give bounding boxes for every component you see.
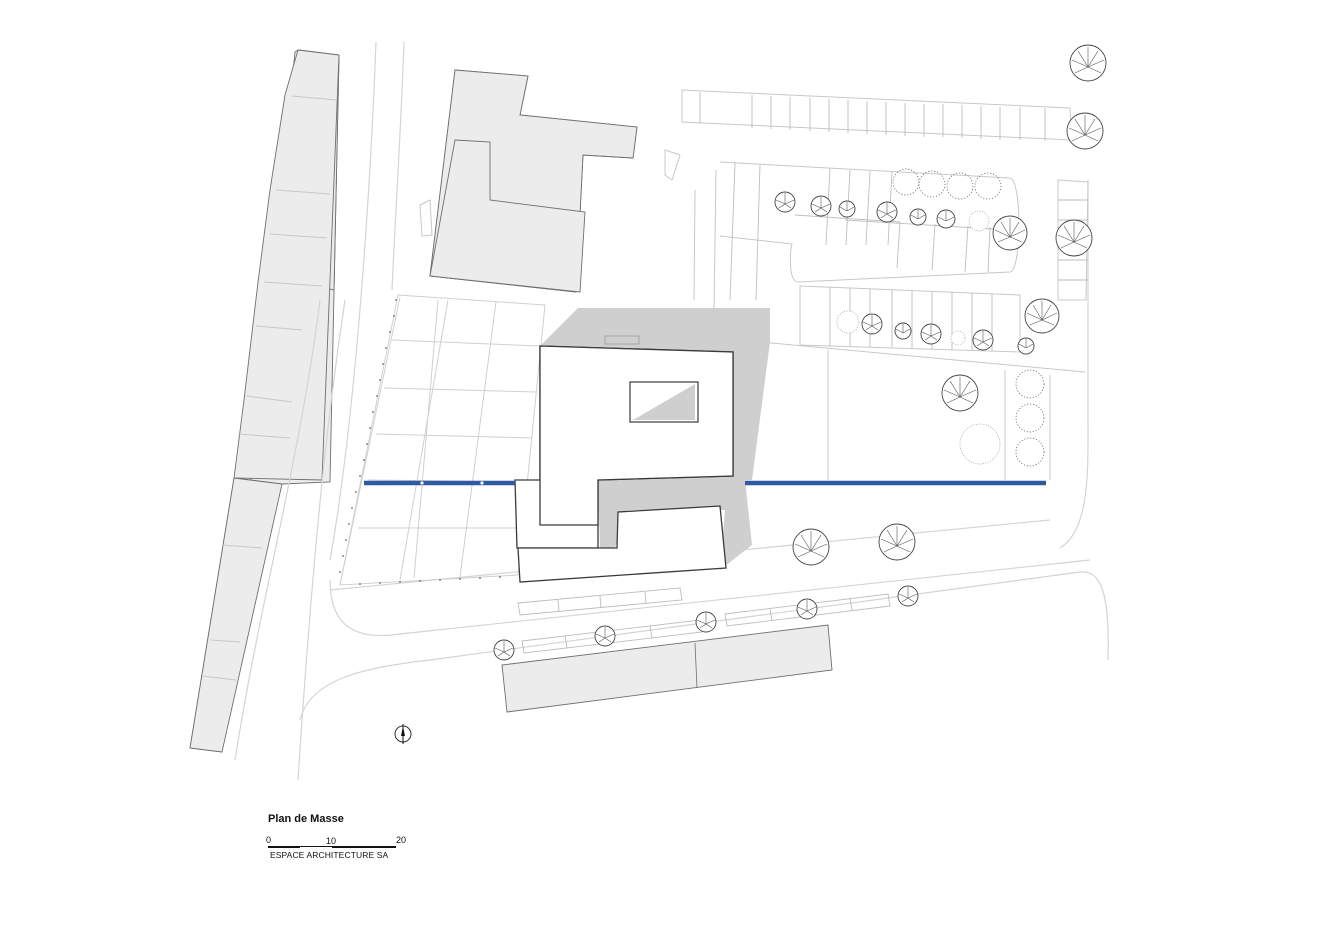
scale-bar xyxy=(268,846,396,848)
tree-icon xyxy=(894,322,912,340)
tree-icon xyxy=(920,323,942,345)
tree-icon xyxy=(1055,219,1093,257)
existing-building-south xyxy=(501,624,833,713)
tree-icon xyxy=(897,585,919,607)
scale-label-20: 20 xyxy=(396,835,407,845)
tree-icon xyxy=(941,374,979,412)
left-building-row xyxy=(189,49,340,753)
trees xyxy=(493,44,1107,661)
drawing-title: Plan de Masse xyxy=(268,813,344,825)
tree-icon xyxy=(810,195,832,217)
plaza-grid xyxy=(339,294,546,586)
scale-label-10: 10 xyxy=(326,836,337,846)
parking-middle-rows xyxy=(719,161,1089,301)
tree-icon xyxy=(936,209,956,229)
credit: ESPACE ARCHITECTURE SA xyxy=(270,850,389,860)
tree-icon xyxy=(493,639,515,661)
tree-icon xyxy=(892,168,1045,467)
parking-strips-south xyxy=(517,587,891,654)
tree-icon xyxy=(838,200,856,218)
parking-top-row xyxy=(681,89,1073,141)
tree-icon xyxy=(876,201,898,223)
tree-icon xyxy=(774,191,796,213)
north-arrow-icon xyxy=(394,724,412,744)
tree-icon xyxy=(792,528,830,566)
tree-icon xyxy=(972,329,994,351)
tree-icon xyxy=(992,215,1028,251)
tree-icon xyxy=(1017,337,1035,355)
tree-icon xyxy=(1069,44,1107,82)
tree-icon xyxy=(594,625,616,647)
tree-icon xyxy=(968,210,990,232)
tree-icon xyxy=(1024,298,1060,334)
scale-bar-segment-3 xyxy=(332,846,396,848)
misc-details xyxy=(419,149,717,311)
tree-icon xyxy=(950,330,966,346)
tree-icon xyxy=(836,310,860,334)
scale-bar-segment-2 xyxy=(300,846,332,848)
new-building xyxy=(514,335,734,583)
tree-icon xyxy=(959,423,1001,465)
scale-bar-segment-1 xyxy=(268,846,300,848)
tree-icon xyxy=(909,208,927,226)
site-axis xyxy=(364,480,1046,486)
tree-icon xyxy=(878,523,916,561)
scale-label-0: 0 xyxy=(266,835,272,845)
tree-icon xyxy=(796,598,818,620)
tree-icon xyxy=(695,611,717,633)
tree-icon xyxy=(861,313,883,335)
tree-icon xyxy=(1066,112,1104,150)
existing-building-north xyxy=(429,69,638,293)
